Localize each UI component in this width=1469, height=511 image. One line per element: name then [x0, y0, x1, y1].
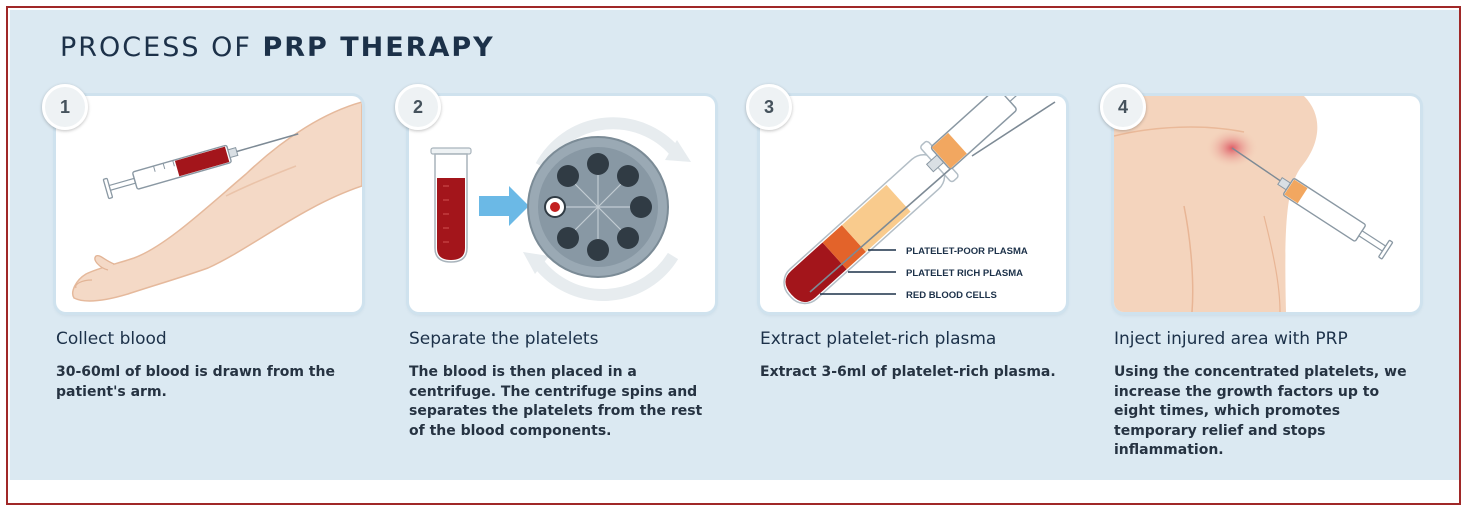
step-number-badge: 3 [746, 84, 792, 130]
step-description: The blood is then placed in a centrifuge… [409, 363, 715, 441]
step-heading: Collect blood [56, 329, 362, 349]
step-illustration-card [1114, 96, 1420, 312]
test-tube-syringe-icon: PLATELET-POOR PLASMA PLATELET RICH PLASM… [760, 96, 1066, 312]
layer-label-red-blood-cells: RED BLOOD CELLS [906, 290, 997, 301]
step-illustration-card [409, 96, 715, 312]
step-illustration-card [56, 96, 362, 312]
step-description: Extract 3-6ml of platelet-rich plasma. [760, 363, 1066, 383]
step-3: 3 PLATELET-POOR PLASMA PLAT [760, 96, 1066, 383]
page-title: PROCESS OF PRP THERAPY [60, 32, 495, 63]
step-description: Using the concentrated platelets, we inc… [1114, 363, 1420, 461]
step-number-badge: 4 [1100, 84, 1146, 130]
arm-syringe-icon [56, 96, 362, 312]
title-prefix: PROCESS OF [60, 32, 252, 63]
step-heading: Extract platelet-rich plasma [760, 329, 1066, 349]
step-heading: Inject injured area with PRP [1114, 329, 1420, 349]
step-number-badge: 1 [42, 84, 88, 130]
step-description: 30-60ml of blood is drawn from the patie… [56, 363, 362, 402]
shoulder-injection-icon [1114, 96, 1420, 312]
layer-label-platelet-rich: PLATELET RICH PLASMA [906, 268, 1023, 279]
step-2: 2 [409, 96, 715, 441]
title-emphasis: PRP THERAPY [262, 32, 494, 63]
step-illustration-card: PLATELET-POOR PLASMA PLATELET RICH PLASM… [760, 96, 1066, 312]
step-1: 1 Collect blood 30-60ml of blood is draw… [56, 96, 362, 402]
step-number-badge: 2 [395, 84, 441, 130]
centrifuge-icon [409, 96, 715, 312]
step-4: 4 Inject injured area with [1114, 96, 1420, 461]
layer-label-platelet-poor: PLATELET-POOR PLASMA [906, 246, 1028, 257]
step-heading: Separate the platelets [409, 329, 715, 349]
